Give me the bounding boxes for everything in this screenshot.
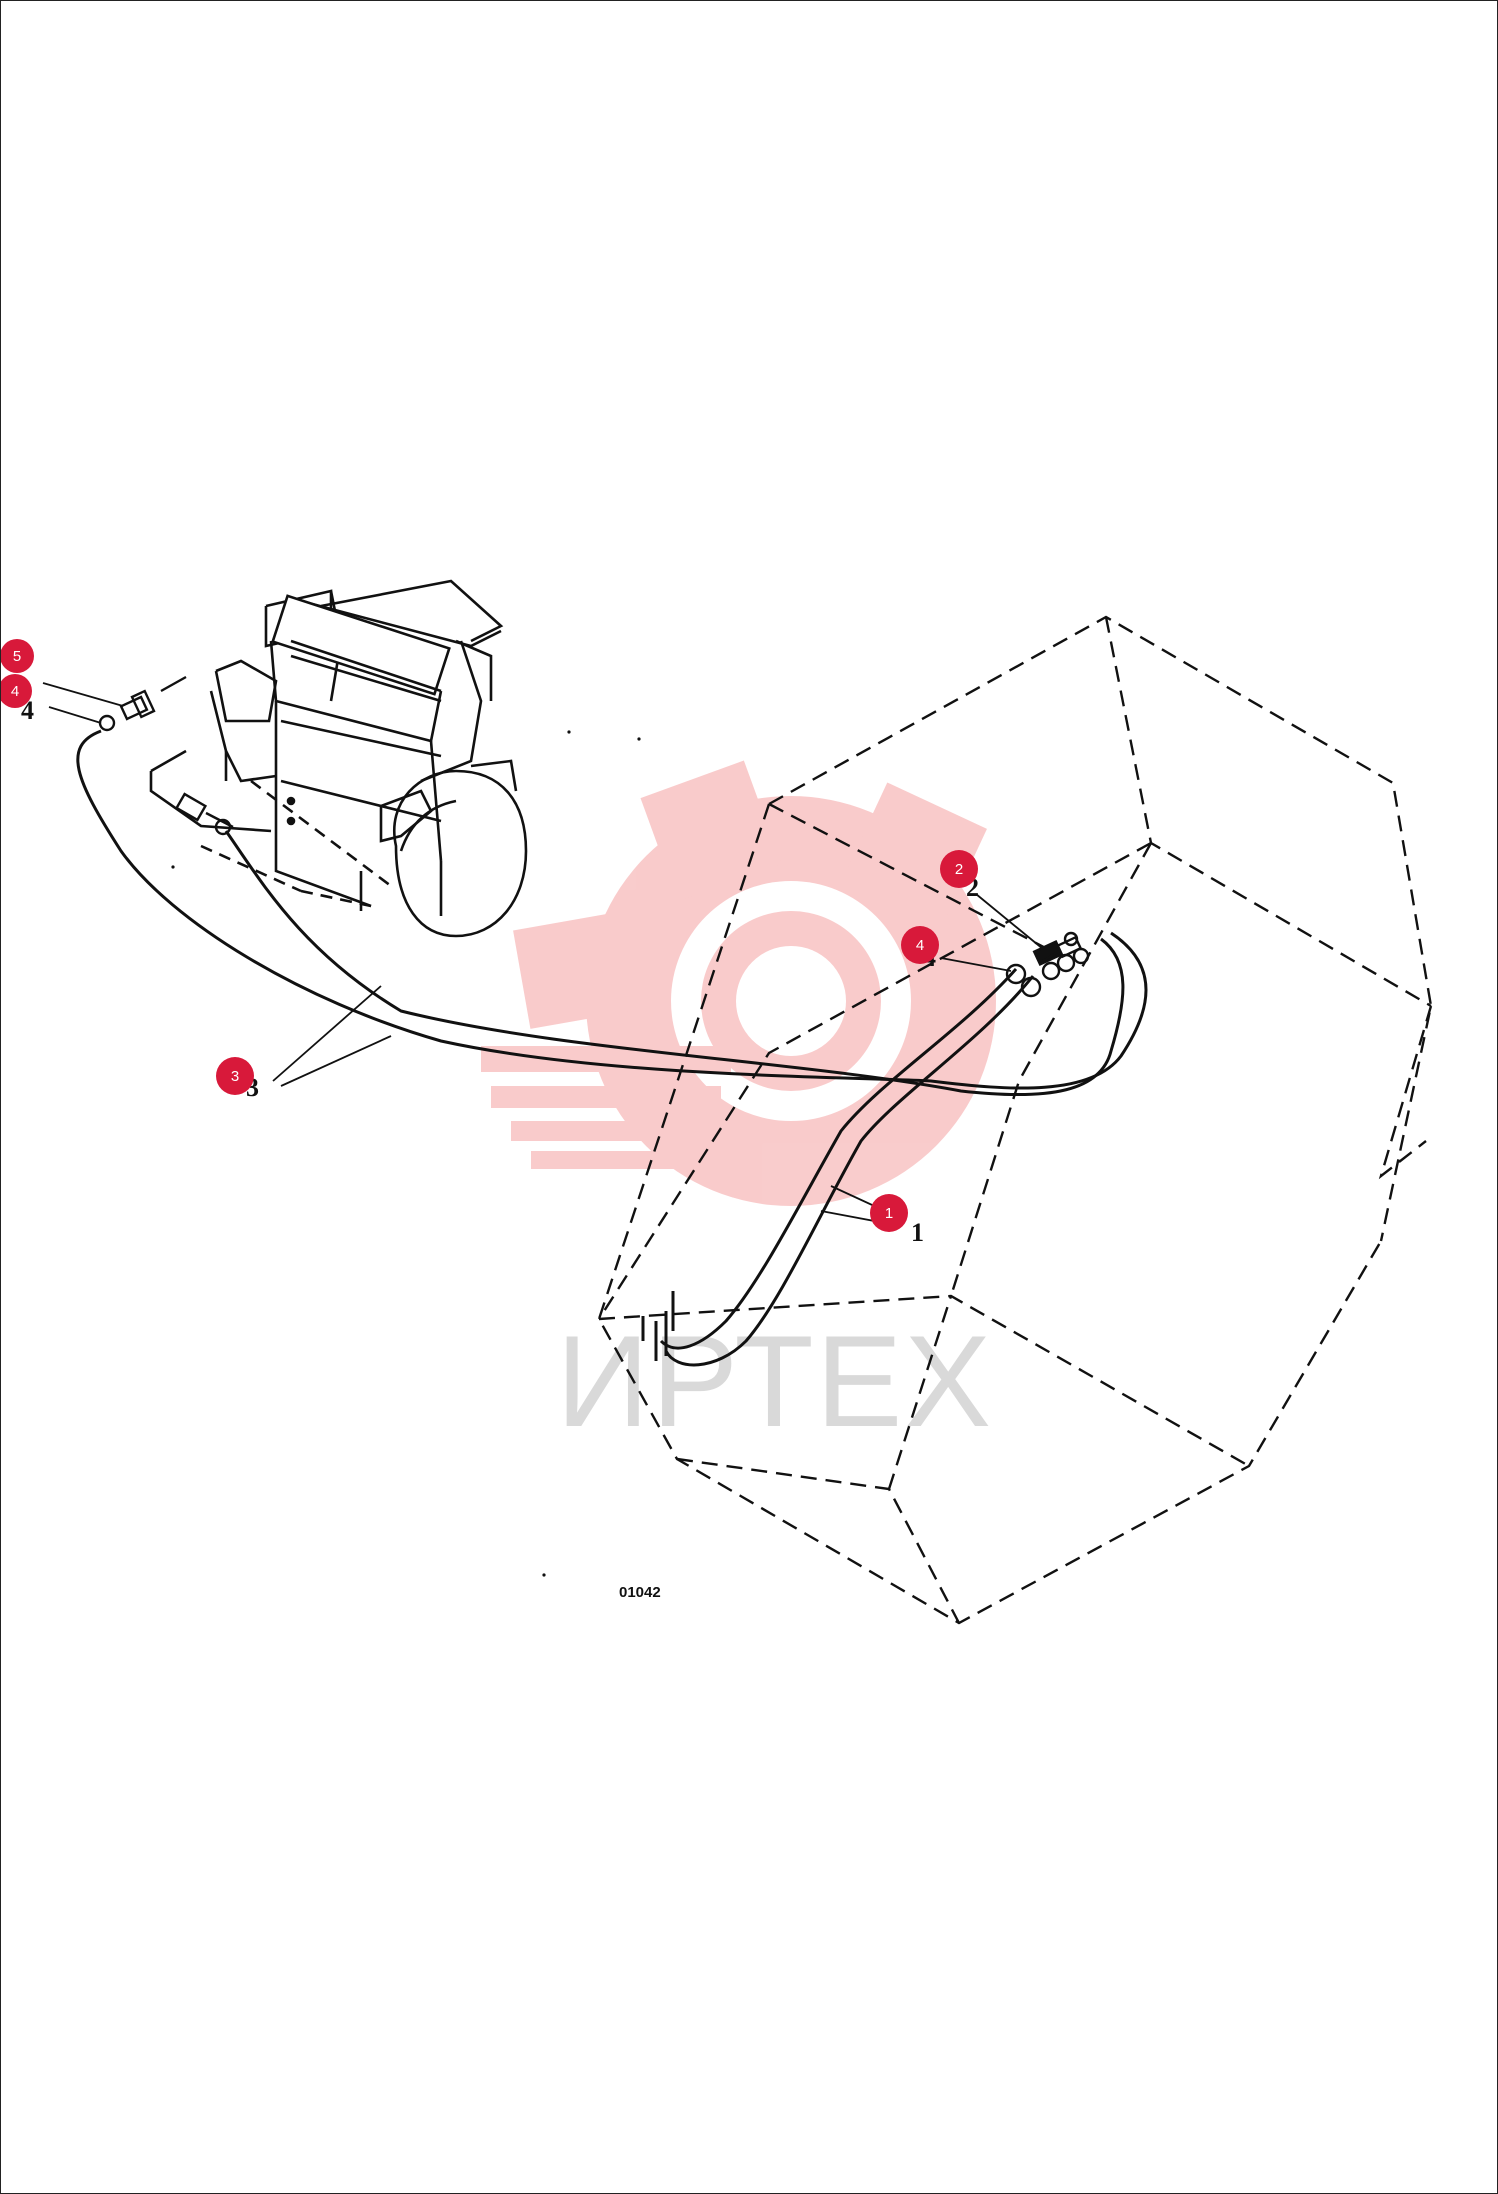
callout-label: 4 [916,937,924,954]
callout-label: 4 [11,683,19,700]
callout-label: 3 [231,1068,239,1085]
callout-label: 5 [13,648,21,665]
pump-fittings [98,675,234,836]
callout-marker [940,850,978,888]
callout-marker [216,1057,254,1095]
cab-fittings [1005,931,1090,998]
callout-marker [901,926,939,964]
stray-mark [171,865,175,869]
callout-marker [1,674,32,708]
watermark-gear-logo [481,760,996,1206]
callout-3[interactable]: 3 [216,1057,254,1095]
callout-1[interactable]: 1 [870,1194,908,1232]
cab-outline [597,615,1433,1625]
watermark-text: ИРТЕХ [556,1308,993,1454]
stray-mark [567,730,571,734]
callout-label: 1 [885,1205,893,1222]
callout-marker [870,1194,908,1232]
stray-mark [637,737,641,741]
hose-lines [76,729,1148,1367]
drawing-number: 01042 [619,1584,661,1601]
part-number-1: 1 [911,1218,924,1247]
callout-5[interactable]: 5 [1,639,34,673]
callout-4-right[interactable]: 4 [901,926,939,964]
stray-mark [542,1573,546,1577]
callout-marker [1,639,34,673]
callout-2[interactable]: 2 [940,850,978,888]
callout-label: 2 [955,861,963,878]
callout-4-left[interactable]: 4 [1,674,32,708]
pump-assembly [149,579,528,938]
